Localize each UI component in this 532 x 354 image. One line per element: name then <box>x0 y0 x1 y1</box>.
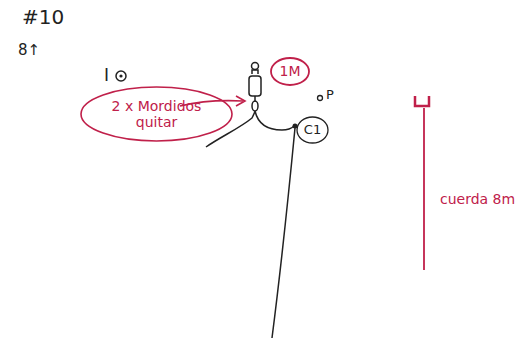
carabiner <box>252 101 258 111</box>
note-ellipse: 2 x Mordidos quitar <box>80 86 233 142</box>
rope-symbol <box>415 96 429 106</box>
bolt-symbol <box>116 71 126 81</box>
climber-head <box>252 63 259 70</box>
bolt-symbol <box>119 74 122 77</box>
anchor-label-group: C1 <box>304 123 321 138</box>
point-label: P <box>326 88 334 102</box>
callout-circle: 1M <box>270 57 310 86</box>
note-ellipse <box>81 87 232 141</box>
page-number: #10 <box>22 6 64 28</box>
rope <box>206 111 255 147</box>
arrow-head <box>236 96 245 106</box>
anchor-circle <box>297 117 328 143</box>
pitch-number: 8↑ <box>18 42 40 59</box>
rope <box>272 128 295 338</box>
rope-length: cuerda 8m <box>440 192 515 207</box>
rope <box>255 111 294 130</box>
anchor-circle: C1 <box>296 116 329 144</box>
point-symbol <box>318 96 323 101</box>
climber-neck <box>252 70 258 74</box>
climber-body <box>249 76 261 96</box>
anchor-label: C1 <box>304 123 321 138</box>
note-text-group: 2 x Mordidos quitar <box>109 98 205 130</box>
note-text: 2 x Mordidos quitar <box>109 98 205 130</box>
callout-circle <box>271 58 309 85</box>
callout-number: 1M <box>280 63 301 79</box>
bolt-label: I <box>104 66 109 85</box>
callout-number-group: 1M <box>280 63 301 79</box>
length-bar <box>423 108 425 270</box>
